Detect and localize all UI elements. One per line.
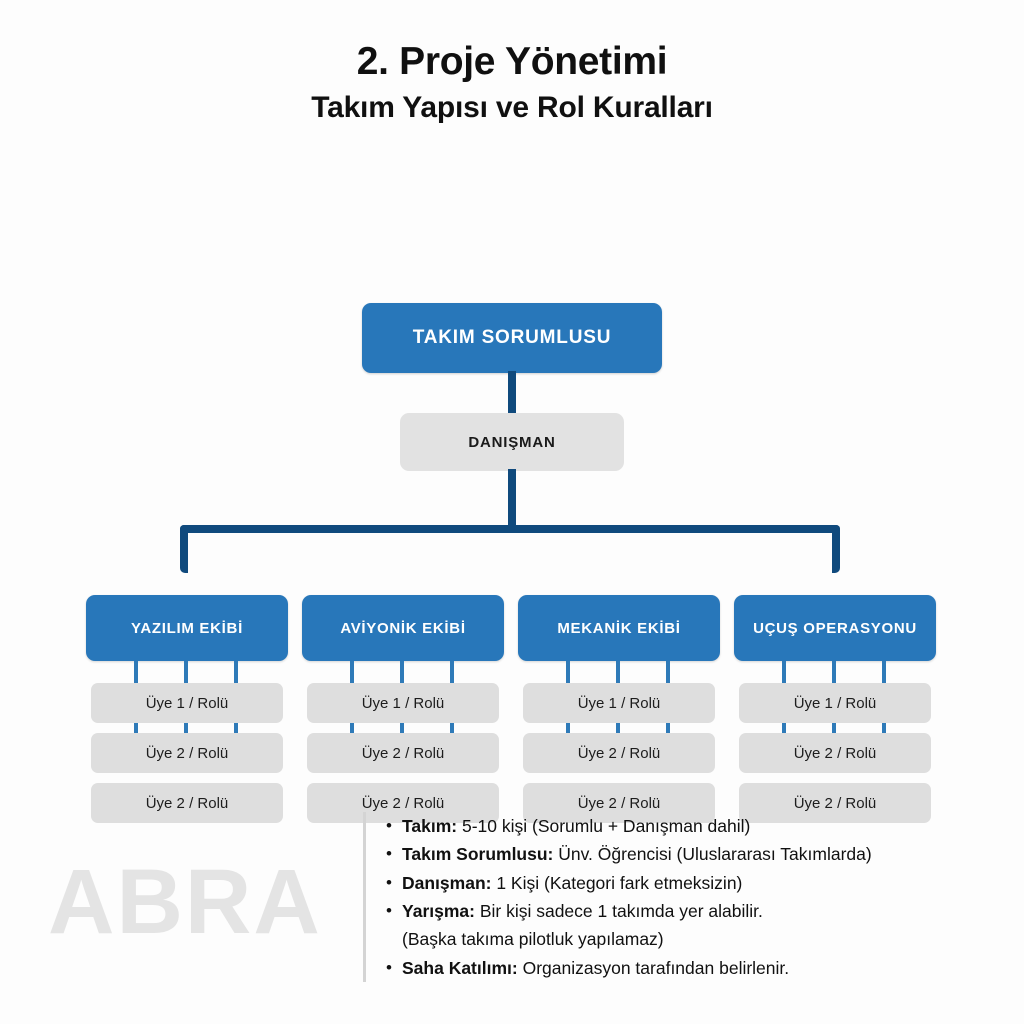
- member-box[interactable]: Üye 2 / Rolü: [307, 783, 499, 824]
- team-column-yazilim: YAZILIM EKİBİ Üye 1 / Rolü Üye 2 / Rolü …: [86, 595, 288, 824]
- list-item-text: Danışman: 1 Kişi (Kategori fark etmeksiz…: [402, 869, 993, 897]
- member-box[interactable]: Üye 2 / Rolü: [739, 733, 931, 774]
- member-box[interactable]: Üye 1 / Rolü: [523, 683, 715, 724]
- connector-drop-left: [180, 525, 188, 574]
- member-tick-group: [734, 723, 936, 734]
- connector-tick-icon: [616, 661, 620, 684]
- connector-tick-icon: [832, 723, 836, 734]
- connector-tick-icon: [566, 661, 570, 684]
- member-spacer: [518, 773, 720, 783]
- team-header[interactable]: YAZILIM EKİBİ: [86, 595, 288, 662]
- bullet-icon: •: [386, 816, 392, 835]
- member-box[interactable]: Üye 1 / Rolü: [91, 683, 283, 724]
- connector-tick-icon: [234, 661, 238, 684]
- connector-tick-icon: [566, 723, 570, 734]
- team-tick-group: [518, 661, 720, 684]
- member-box[interactable]: Üye 2 / Rolü: [739, 783, 931, 824]
- bullet-icon: •: [386, 957, 392, 977]
- org-chart: TAKIM SORUMLUSU DANIŞMAN YAZILIM EKİBİ Ü…: [0, 125, 1024, 824]
- member-tick-group: [518, 723, 720, 734]
- team-header[interactable]: MEKANİK EKİBİ: [518, 595, 720, 662]
- connector-advisor-to-bus: [508, 469, 516, 532]
- connector-tick-icon: [450, 723, 454, 734]
- team-column-aviyonik: AVİYONİK EKİBİ Üye 1 / Rolü Üye 2 / Rolü…: [302, 595, 504, 824]
- watermark-logo: ABRA: [48, 851, 322, 953]
- team-header[interactable]: AVİYONİK EKİBİ: [302, 595, 504, 662]
- list-item: • Saha Katılımı: Organizasyon tarafından…: [386, 954, 993, 982]
- connector-tick-icon: [832, 661, 836, 684]
- list-item: • Takım Sorumlusu: Ünv. Öğrencisi (Ulusl…: [386, 840, 993, 868]
- bullet-icon: •: [386, 901, 392, 921]
- connector-tick-icon: [350, 723, 354, 734]
- connector-tick-icon: [450, 661, 454, 684]
- list-item-value: Ünv. Öğrencisi (Uluslararası Takımlarda): [553, 844, 872, 865]
- bullet-icon: •: [386, 844, 392, 864]
- connector-horizontal-bus: [180, 525, 840, 534]
- list-item: • Takım: 5-10 kişi (Sorumlu + Danışman d…: [386, 812, 993, 840]
- org-node-advisor[interactable]: DANIŞMAN: [400, 413, 624, 472]
- team-column-mekanik: MEKANİK EKİBİ Üye 1 / Rolü Üye 2 / Rolü …: [518, 595, 720, 824]
- connector-tick-icon: [134, 723, 138, 734]
- member-tick-group: [86, 723, 288, 734]
- member-box[interactable]: Üye 1 / Rolü: [739, 683, 931, 724]
- member-box[interactable]: Üye 2 / Rolü: [523, 733, 715, 774]
- member-box[interactable]: Üye 2 / Rolü: [523, 783, 715, 824]
- connector-tick-icon: [882, 661, 886, 684]
- connector-tick-icon: [400, 661, 404, 684]
- list-item-text: Yarışma: Bir kişi sadece 1 takımda yer a…: [402, 897, 993, 925]
- org-node-team-lead[interactable]: TAKIM SORUMLUSU: [362, 303, 662, 374]
- page-title: 2. Proje Yönetimi: [356, 40, 668, 83]
- connector-tick-icon: [184, 723, 188, 734]
- list-item-value: Organizasyon tarafından belirlenir.: [517, 957, 790, 978]
- list-item-text: Takım Sorumlusu: Ünv. Öğrencisi (Uluslar…: [402, 840, 993, 868]
- team-column-ucus-operasyonu: UÇUŞ OPERASYONU Üye 1 / Rolü Üye 2 / Rol…: [734, 595, 936, 824]
- connector-tick-icon: [234, 723, 238, 734]
- member-spacer: [734, 773, 936, 783]
- list-item-continuation: (Başka takıma pilotluk yapılamaz): [402, 929, 664, 950]
- member-box[interactable]: Üye 2 / Rolü: [91, 783, 283, 824]
- page-header: 2. Proje Yönetimi Takım Yapısı ve Rol Ku…: [0, 0, 1024, 125]
- connector-tick-icon: [782, 723, 786, 734]
- team-tick-group: [734, 661, 936, 684]
- connector-tick-icon: [882, 723, 886, 734]
- team-header[interactable]: UÇUŞ OPERASYONU: [734, 595, 936, 662]
- connector-drop-right: [832, 525, 840, 574]
- connector-root-to-advisor: [508, 371, 516, 416]
- member-box[interactable]: Üye 2 / Rolü: [91, 733, 283, 774]
- team-tick-group: [86, 661, 288, 684]
- rules-list: • Takım: 5-10 kişi (Sorumlu + Danışman d…: [363, 812, 993, 983]
- list-item: • Yarışma: Bir kişi sadece 1 takımda yer…: [386, 897, 993, 925]
- list-item-text: Takım: 5-10 kişi (Sorumlu + Danışman dah…: [402, 812, 993, 840]
- list-item-label: Takım:: [402, 816, 458, 836]
- member-box[interactable]: Üye 1 / Rolü: [307, 683, 499, 724]
- connector-tick-icon: [350, 661, 354, 684]
- list-item-text: Saha Katılımı: Organizasyon tarafından b…: [402, 954, 993, 982]
- connector-tick-icon: [616, 723, 620, 734]
- connector-tick-icon: [666, 723, 670, 734]
- page-subtitle: Takım Yapısı ve Rol Kuralları: [311, 90, 713, 124]
- list-item-value: 1 Kişi (Kategori fark etmeksizin): [491, 872, 743, 893]
- list-item-value: Bir kişi sadece 1 takımda yer alabilir.: [474, 901, 763, 922]
- member-tick-group: [302, 723, 504, 734]
- connector-tick-icon: [782, 661, 786, 684]
- connector-tick-icon: [134, 661, 138, 684]
- list-item-label: Yarışma:: [402, 901, 475, 922]
- member-spacer: [86, 773, 288, 783]
- connector-tick-icon: [400, 723, 404, 734]
- connector-tick-icon: [184, 661, 188, 684]
- list-item-label: Saha Katılımı:: [402, 957, 518, 978]
- list-item-value: 5-10 kişi (Sorumlu + Danışman dahil): [457, 816, 751, 836]
- connector-tick-icon: [666, 661, 670, 684]
- member-spacer: [302, 773, 504, 783]
- member-box[interactable]: Üye 2 / Rolü: [307, 733, 499, 774]
- list-item-label: Takım Sorumlusu:: [402, 844, 554, 865]
- list-item: • Danışman: 1 Kişi (Kategori fark etmeks…: [386, 869, 993, 897]
- list-item-label: Danışman:: [402, 872, 492, 893]
- bullet-icon: •: [386, 872, 392, 892]
- team-tick-group: [302, 661, 504, 684]
